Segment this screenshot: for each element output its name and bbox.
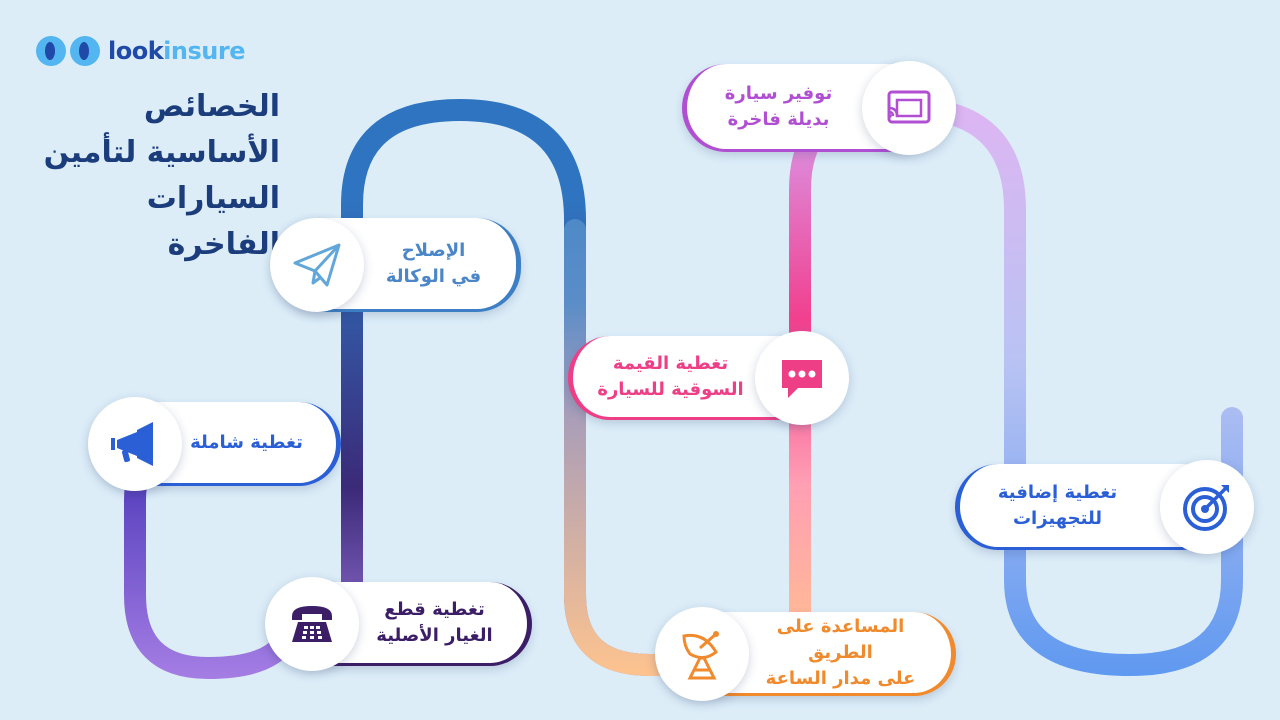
paper-plane-icon <box>293 243 341 287</box>
feature-icon-circle <box>1160 460 1254 554</box>
feature-label-line-1: تغطية القيمة <box>612 352 729 374</box>
feature-label-line-1: تغطية قطع <box>384 598 485 620</box>
feature-label-line-1: تغطية شاملة <box>190 431 303 453</box>
logo-eyes-icon <box>36 36 100 66</box>
satellite-dish-icon <box>682 631 719 680</box>
feature-icon-circle <box>655 607 749 701</box>
brand-logo[interactable]: lookinsure <box>36 34 245 68</box>
page-title: الخصائص الأساسية لتأمين السيارات الفاخرة <box>30 84 280 268</box>
title-line-1: الخصائص <box>143 89 280 124</box>
feature-label-line-1: الإصلاح <box>401 239 466 261</box>
feature-label-line-1: المساعدة على الطريق <box>776 615 905 663</box>
cast-screen-icon <box>887 90 931 124</box>
feature-label-line-1: تغطية إضافية <box>997 481 1118 503</box>
feature-icon-circle <box>265 577 359 671</box>
title-line-3: السيارات الفاخرة <box>146 181 280 262</box>
logo-wordmark: lookinsure <box>108 37 245 65</box>
feature-label-line-1: توفير سيارة <box>724 82 833 104</box>
path-segment-3 <box>564 219 701 676</box>
chat-bubble-icon <box>782 360 822 398</box>
target-icon <box>1183 485 1229 531</box>
feature-label-line-2: في الوكالة <box>385 265 482 287</box>
feature-label-line-2: الغيار الأصلية <box>376 624 493 646</box>
feature-icon-circle <box>755 331 849 425</box>
telephone-icon <box>292 606 332 642</box>
feature-icon-circle <box>88 397 182 491</box>
title-line-2: الأساسية لتأمين <box>43 135 280 170</box>
feature-icon-circle <box>270 218 364 312</box>
feature-label-line-2: على مدار الساعة <box>765 667 916 689</box>
feature-label-line-2: السوقية للسيارة <box>597 378 744 400</box>
feature-label-line-2: بديلة فاخرة <box>727 108 830 130</box>
feature-label-line-2: للتجهيزات <box>1012 507 1103 529</box>
megaphone-icon <box>111 422 153 466</box>
path-segment-5 <box>894 97 1243 677</box>
feature-icon-circle <box>862 61 956 155</box>
